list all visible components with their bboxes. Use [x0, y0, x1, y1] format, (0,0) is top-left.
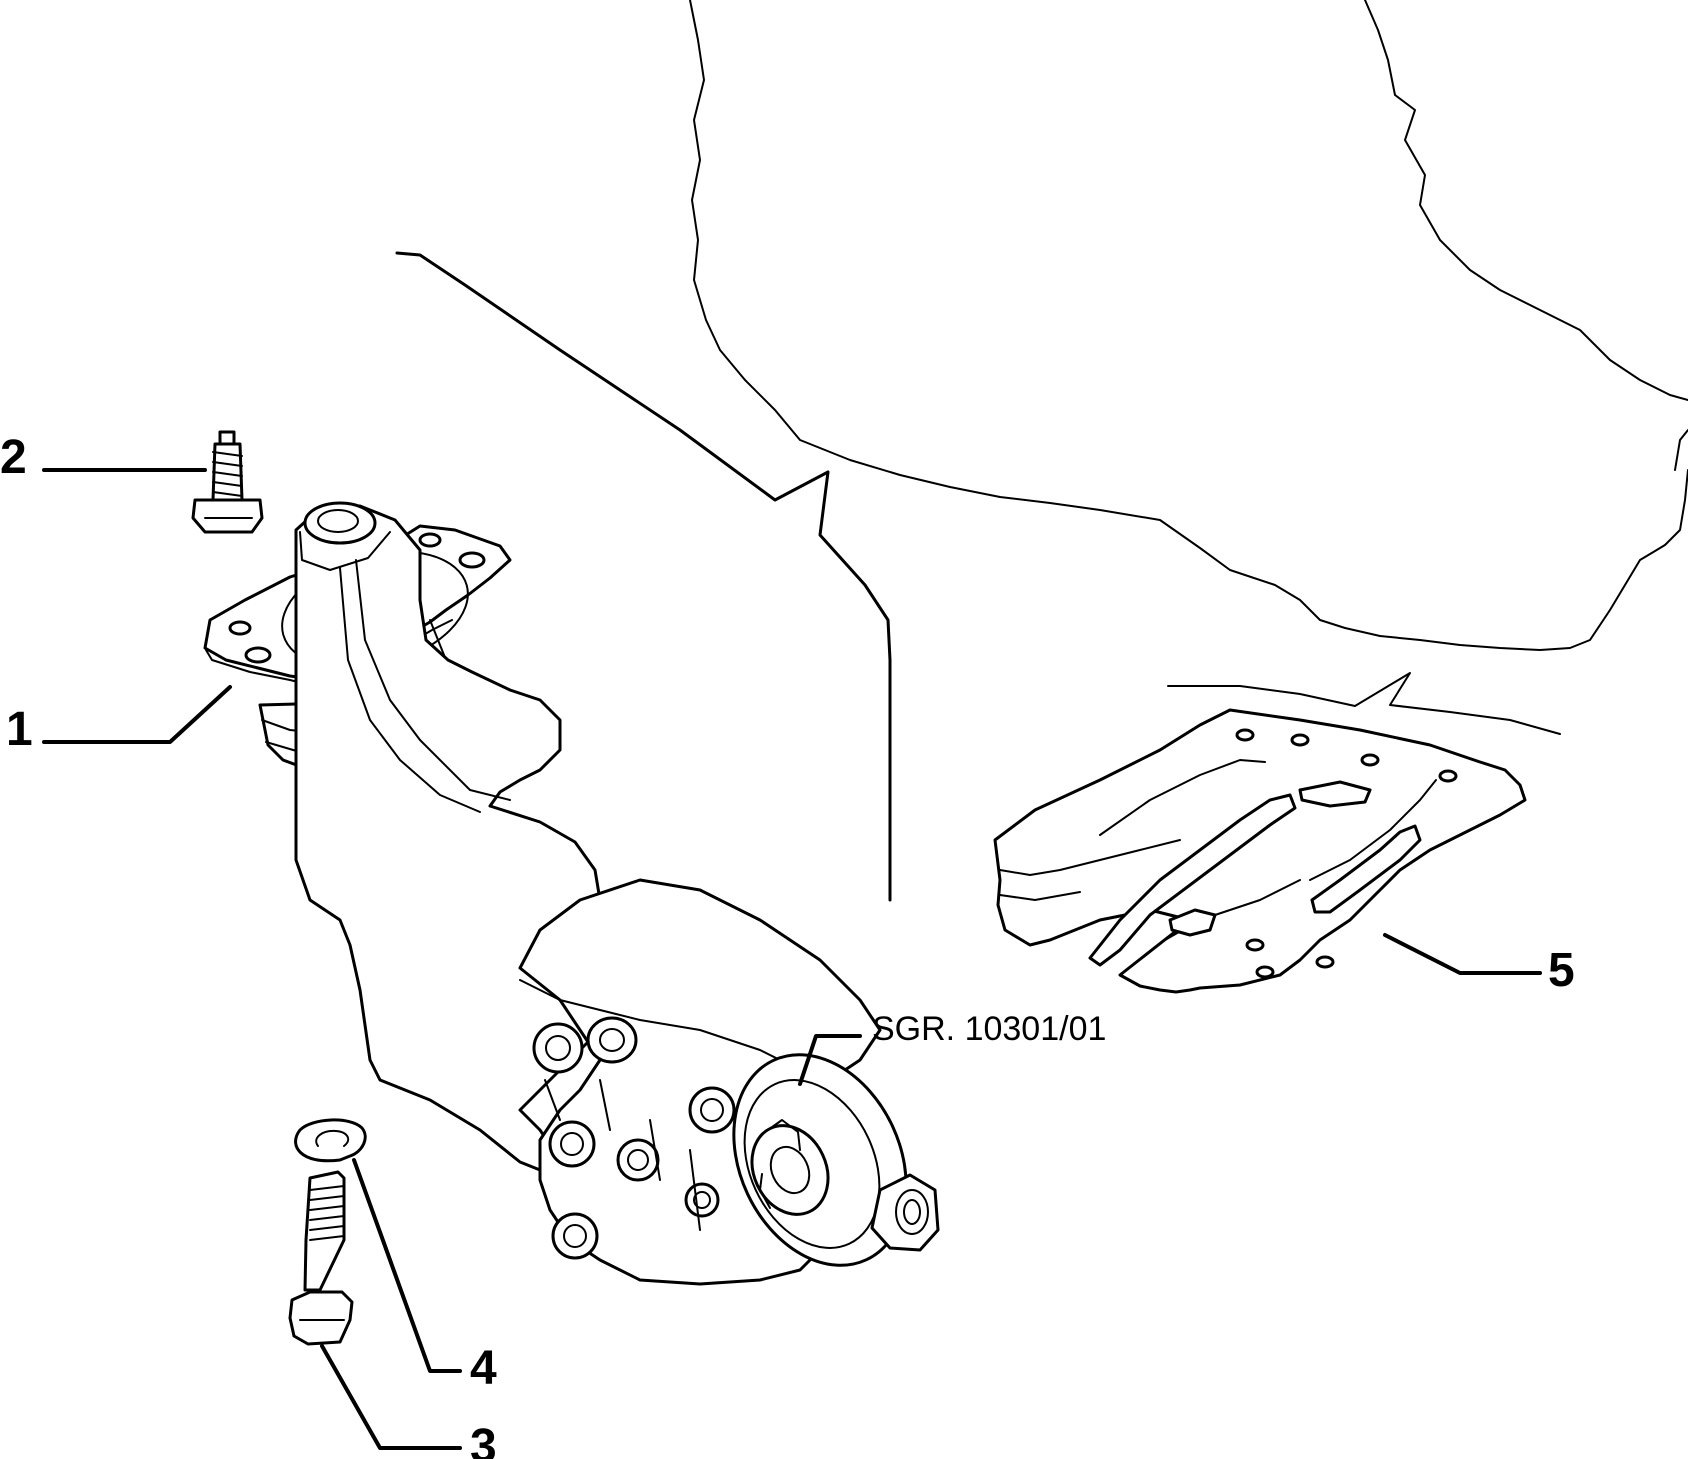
reference-label: SGR. 10301/01	[872, 1010, 1106, 1048]
bracket-pump-assembly	[294, 501, 940, 1286]
hex-bolt-icon	[288, 1170, 354, 1346]
callout-4: 4	[470, 1342, 497, 1395]
leader-5	[1383, 933, 1542, 975]
callout-5: 5	[1548, 944, 1575, 997]
engine-leader-line	[395, 251, 892, 902]
leader-1	[42, 685, 232, 744]
callout-leaders	[42, 468, 1542, 1450]
guard-plate-icon	[993, 708, 1527, 994]
callout-2: 2	[0, 431, 27, 484]
leader-3	[320, 1344, 462, 1450]
leader-ref	[798, 1034, 862, 1086]
flange-bolt-icon	[191, 430, 264, 534]
leader-4	[352, 1158, 462, 1373]
split-washer-icon	[294, 1118, 367, 1163]
engine-outline	[689, 0, 1688, 651]
callout-1: 1	[6, 703, 33, 756]
guard-outline	[1167, 672, 1561, 735]
callout-3: 3	[470, 1420, 497, 1459]
